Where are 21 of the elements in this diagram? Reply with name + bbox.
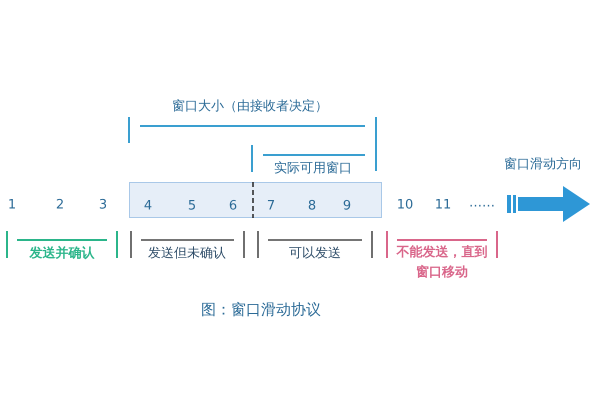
number-label: 8 (308, 198, 316, 214)
number-label: 5 (188, 198, 196, 214)
number-label: 2 (56, 198, 64, 212)
number-label: 11 (434, 198, 452, 212)
direction-label: 窗口滑动方向 (504, 156, 582, 173)
category-label: 发送但未确认 (148, 245, 226, 262)
number-label: 4 (144, 198, 152, 214)
category-label: 发送并确认 (30, 244, 94, 262)
window-size-label: 窗口大小（由接收者决定） (172, 98, 328, 115)
number-label: 10 (396, 198, 414, 212)
window-band (129, 182, 382, 218)
number-label: 6 (228, 198, 238, 214)
number-label: 7 (266, 198, 276, 214)
ellipsis-label: …… (469, 196, 495, 210)
caption: 图：窗口滑动协议 (201, 300, 321, 320)
category-label: 可以发送 (289, 245, 341, 262)
number-label: 3 (98, 198, 108, 212)
number-label: 9 (342, 198, 352, 214)
category-label: 不能发送，直到窗口移动 (395, 244, 488, 282)
number-label: 1 (8, 198, 16, 212)
usable-window-label: 实际可用窗口 (274, 160, 352, 177)
